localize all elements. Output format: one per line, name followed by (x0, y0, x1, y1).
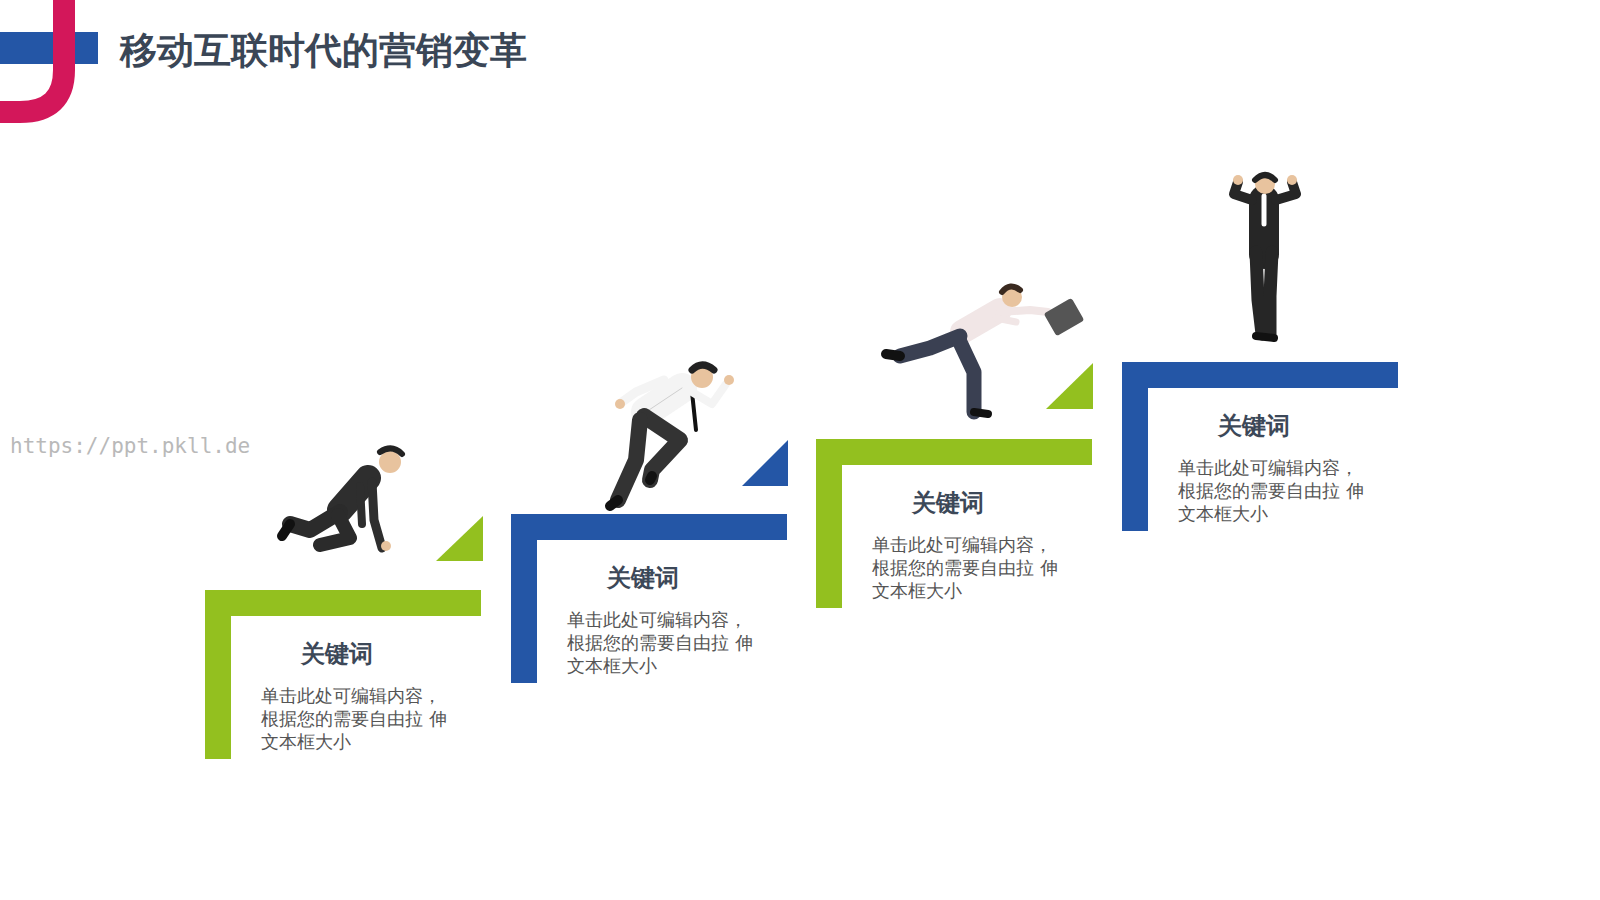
lunging-man (886, 286, 1084, 414)
triumphant-man (1233, 174, 1297, 338)
step-box: 关键词单击此处可编辑内容， 根据您的需要自由拉 伸文本框大小 (205, 590, 481, 759)
step-box: 关键词单击此处可编辑内容， 根据您的需要自由拉 伸文本框大小 (1122, 362, 1398, 531)
corner-triangle (742, 440, 788, 486)
crouching-man (282, 448, 402, 551)
step-heading: 关键词 (301, 638, 481, 670)
watermark: https://ppt.pkll.de (10, 434, 250, 458)
corner-triangle (436, 516, 483, 561)
step-heading: 关键词 (607, 562, 787, 594)
corner-triangle (1046, 363, 1093, 409)
step-heading: 关键词 (1218, 410, 1398, 442)
step-body: 单击此处可编辑内容， 根据您的需要自由拉 伸文本框大小 (872, 533, 1064, 602)
logo-bar (0, 32, 98, 64)
step-body: 单击此处可编辑内容， 根据您的需要自由拉 伸文本框大小 (567, 608, 759, 677)
slide-title: 移动互联时代的营销变革 (120, 26, 527, 76)
logo-hook (0, 0, 64, 112)
step-body: 单击此处可编辑内容， 根据您的需要自由拉 伸文本框大小 (1178, 456, 1370, 525)
step-body: 单击此处可编辑内容， 根据您的需要自由拉 伸文本框大小 (261, 684, 453, 753)
step-heading: 关键词 (912, 487, 1092, 519)
running-man (610, 365, 734, 506)
step-box: 关键词单击此处可编辑内容， 根据您的需要自由拉 伸文本框大小 (511, 514, 787, 683)
step-box: 关键词单击此处可编辑内容， 根据您的需要自由拉 伸文本框大小 (816, 439, 1092, 608)
